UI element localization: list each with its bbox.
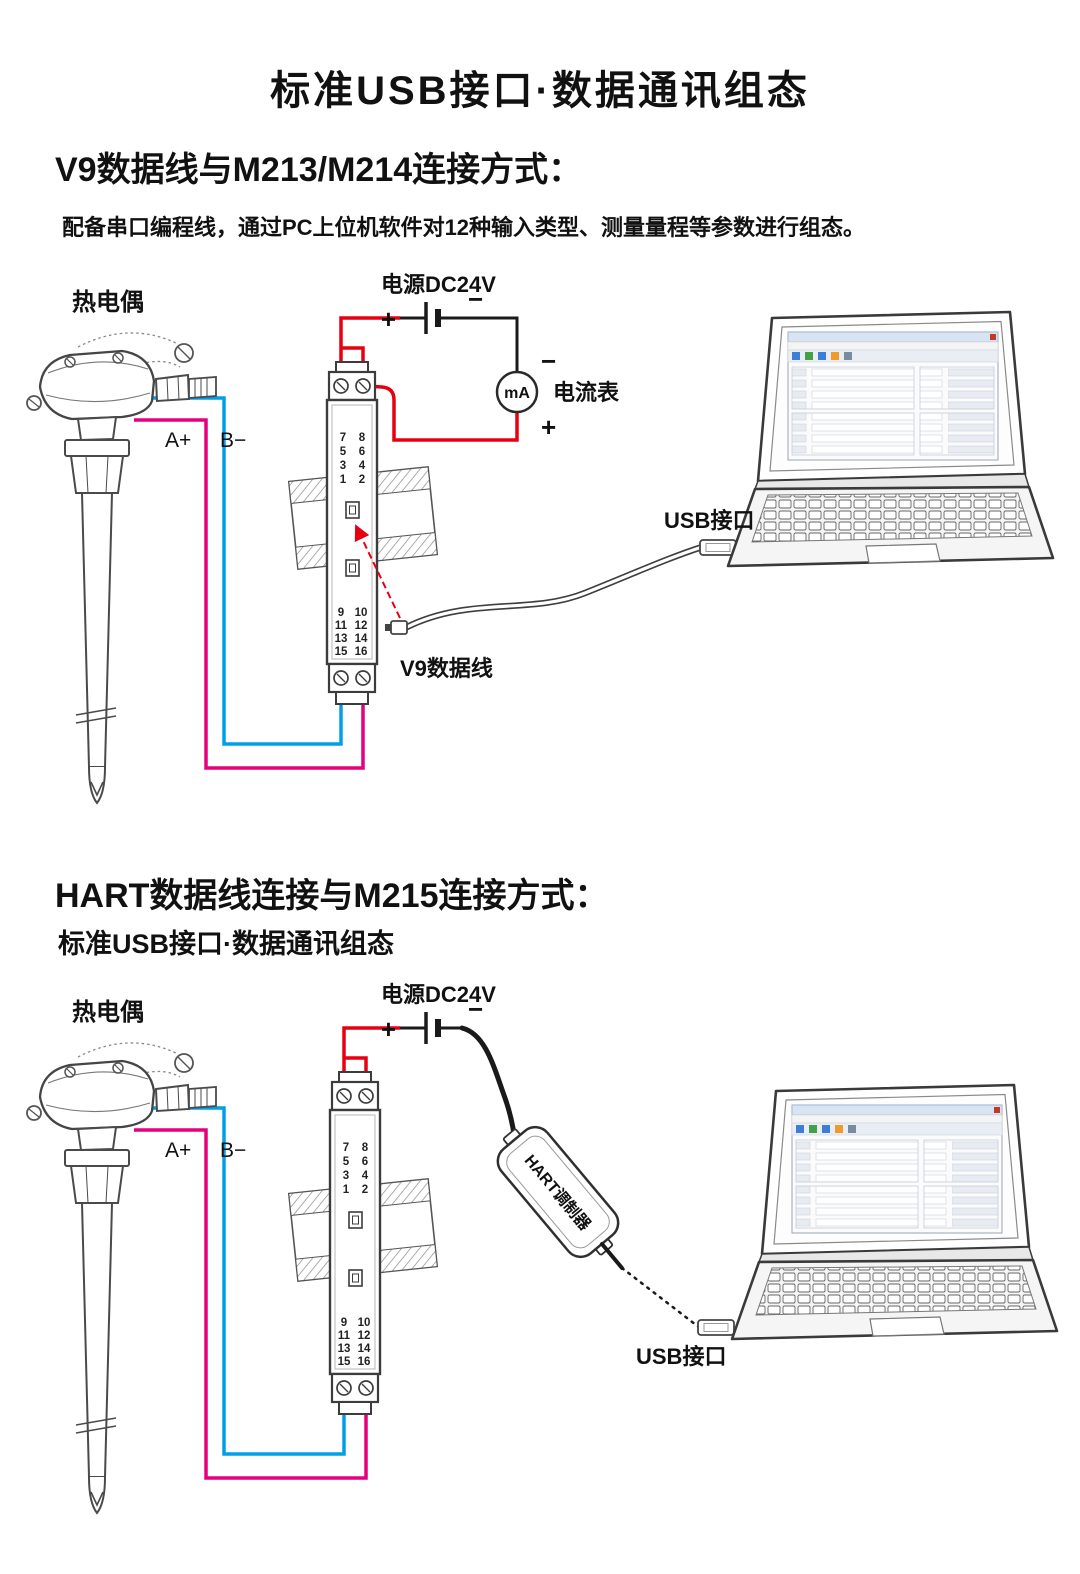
section1-description: 配备串口编程线，通过PC上位机软件对12种输入类型、测量量程等参数进行组态。 bbox=[62, 215, 866, 240]
ammeter-plus-label: + bbox=[541, 412, 556, 442]
usb-lead bbox=[600, 1242, 624, 1270]
hart-cable bbox=[459, 1025, 518, 1143]
usb-lead-dotted bbox=[620, 1266, 702, 1330]
thermocouple-label: 热电偶 bbox=[72, 999, 144, 1026]
power-wire-positive bbox=[342, 1026, 400, 1092]
terminal-b-label: B− bbox=[220, 429, 246, 452]
terminal-a-label: A+ bbox=[165, 429, 191, 452]
isolator-module bbox=[328, 1070, 382, 1416]
battery-dc24v bbox=[400, 1012, 462, 1044]
current-loop-wire bbox=[365, 384, 519, 442]
section2-heading: HART数据线连接与M215连接方式： bbox=[55, 877, 609, 915]
usb-plug bbox=[697, 1319, 735, 1336]
diagram-hart-m215: HART调制器 热电偶 电源DC24V + − A+ B− USB接口 bbox=[25, 982, 1059, 1515]
section2-subheading: 标准USB接口·数据通讯组态 bbox=[58, 929, 394, 959]
power-supply-label: 电源DC24V bbox=[381, 982, 496, 1007]
v9-cable bbox=[403, 543, 706, 631]
section1-heading: V9数据线与M213/M214连接方式： bbox=[55, 151, 583, 189]
power-supply-label: 电源DC24V bbox=[381, 272, 496, 297]
ammeter-minus-label: − bbox=[541, 346, 556, 376]
isolator-module bbox=[325, 360, 379, 706]
thermocouple-label: 热电偶 bbox=[72, 289, 144, 316]
terminal-a-label: A+ bbox=[165, 1139, 191, 1162]
v9-cable-label: V9数据线 bbox=[400, 656, 493, 681]
battery-dc24v bbox=[400, 302, 462, 334]
laptop bbox=[726, 310, 1055, 568]
plug-in-arrow bbox=[354, 524, 401, 619]
page-title: 标准USB接口·数据通讯组态 bbox=[270, 69, 810, 113]
battery-plus-label: + bbox=[381, 1014, 396, 1044]
sensor-wire-b bbox=[134, 418, 365, 770]
diagram-v9-m213-m214: mA − + 电流表 热电偶 电源DC24V + − A+ B− V9数据线 U… bbox=[25, 272, 1055, 805]
thermocouple bbox=[25, 1041, 218, 1515]
battery-minus-label: − bbox=[468, 994, 483, 1024]
laptop bbox=[730, 1083, 1059, 1341]
sensor-wire-b bbox=[134, 1128, 368, 1480]
terminal-b-label: B− bbox=[220, 1139, 246, 1162]
ammeter-symbol bbox=[495, 370, 539, 414]
ammeter-symbol-label: mA bbox=[504, 385, 530, 402]
v9-connector bbox=[390, 620, 408, 635]
usb-plug bbox=[699, 539, 737, 556]
power-wire-negative bbox=[462, 316, 519, 372]
battery-plus-label: + bbox=[381, 304, 396, 334]
thermocouple bbox=[25, 331, 218, 805]
power-wire-positive bbox=[339, 316, 400, 382]
usb-port-label: USB接口 bbox=[664, 508, 754, 533]
ammeter-label: 电流表 bbox=[553, 380, 620, 405]
hart-modem: HART调制器 bbox=[496, 1125, 620, 1259]
battery-minus-label: − bbox=[468, 284, 483, 314]
v9-connector-tip bbox=[385, 624, 391, 631]
usb-port-label: USB接口 bbox=[636, 1344, 726, 1369]
